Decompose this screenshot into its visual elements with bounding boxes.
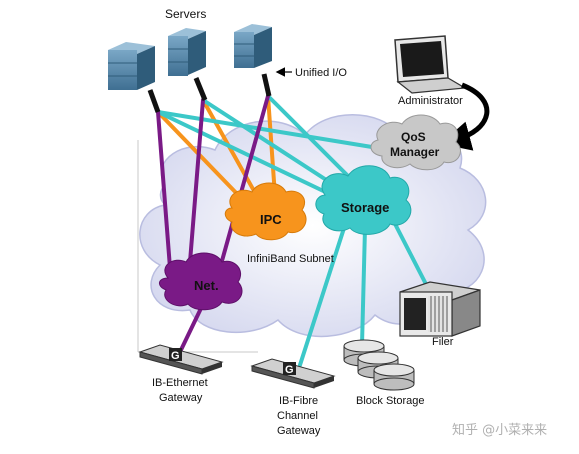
block-storage-label: Block Storage xyxy=(356,395,424,407)
server-3-cable xyxy=(261,73,272,97)
net-label: Net. xyxy=(194,278,219,293)
storage-link-3 xyxy=(266,94,364,192)
server-1-cable xyxy=(147,89,161,113)
filer-label: Filer xyxy=(432,336,454,348)
qos-manager-label-line2: Manager xyxy=(390,145,440,159)
servers-label: Servers xyxy=(165,7,206,21)
server-3[interactable] xyxy=(234,24,272,97)
admin-to-qos-arrow xyxy=(440,82,490,151)
ipc-label: IPC xyxy=(260,212,282,227)
unified-io-label: Unified I/O xyxy=(295,67,347,79)
server-2-cable xyxy=(193,77,208,101)
ipc-link-2 xyxy=(201,98,260,200)
connection-lines xyxy=(156,94,432,367)
administrator-label: Administrator xyxy=(398,95,463,107)
net-cloud[interactable]: Net. xyxy=(159,252,243,311)
ib-fibre-channel-gateway-badge: G xyxy=(285,364,294,376)
servers-group xyxy=(108,24,272,113)
storage-to-fc-gateway-link xyxy=(298,223,347,367)
filer-device[interactable] xyxy=(399,281,481,337)
qos-manager-label-line1: QoS xyxy=(401,130,426,144)
net-link-3 xyxy=(218,94,270,270)
ib-fibre-gateway-label-line3: Gateway xyxy=(277,425,321,437)
ib-ethernet-gateway-label-line1: IB-Ethernet xyxy=(152,377,208,389)
net-link-1 xyxy=(156,110,172,270)
ib-ethernet-gateway-label-line2: Gateway xyxy=(159,392,203,404)
ib-ethernet-gateway-device[interactable]: G xyxy=(138,344,224,375)
ib-fibre-gateway-label-line2: Channel xyxy=(277,410,318,422)
storage-link-2 xyxy=(201,98,350,196)
server-2[interactable] xyxy=(168,28,208,101)
storage-to-qos-link xyxy=(156,110,380,150)
watermark: 知乎 @小菜来来 xyxy=(452,422,547,438)
server-1[interactable] xyxy=(108,42,161,113)
administrator-laptop[interactable] xyxy=(394,35,467,94)
disk-3 xyxy=(373,363,415,391)
storage-to-filer-link xyxy=(390,216,432,294)
block-storage-disks[interactable] xyxy=(343,339,415,391)
storage-to-block-link xyxy=(360,226,367,347)
storage-cloud[interactable]: Storage xyxy=(315,165,412,235)
ib-ethernet-gateway-badge: G xyxy=(171,350,180,362)
storage-link-1 xyxy=(156,110,340,200)
subnet-label: InfiniBand Subnet xyxy=(247,253,334,265)
ipc-cloud[interactable]: IPC xyxy=(224,182,307,241)
storage-label: Storage xyxy=(341,200,389,215)
qos-manager-cloud[interactable]: QoS Manager xyxy=(370,114,461,171)
net-link-2 xyxy=(188,98,205,264)
ib-fibre-channel-gateway-device[interactable]: G xyxy=(250,358,336,389)
ib-fibre-gateway-label-line1: IB-Fibre xyxy=(279,395,318,407)
